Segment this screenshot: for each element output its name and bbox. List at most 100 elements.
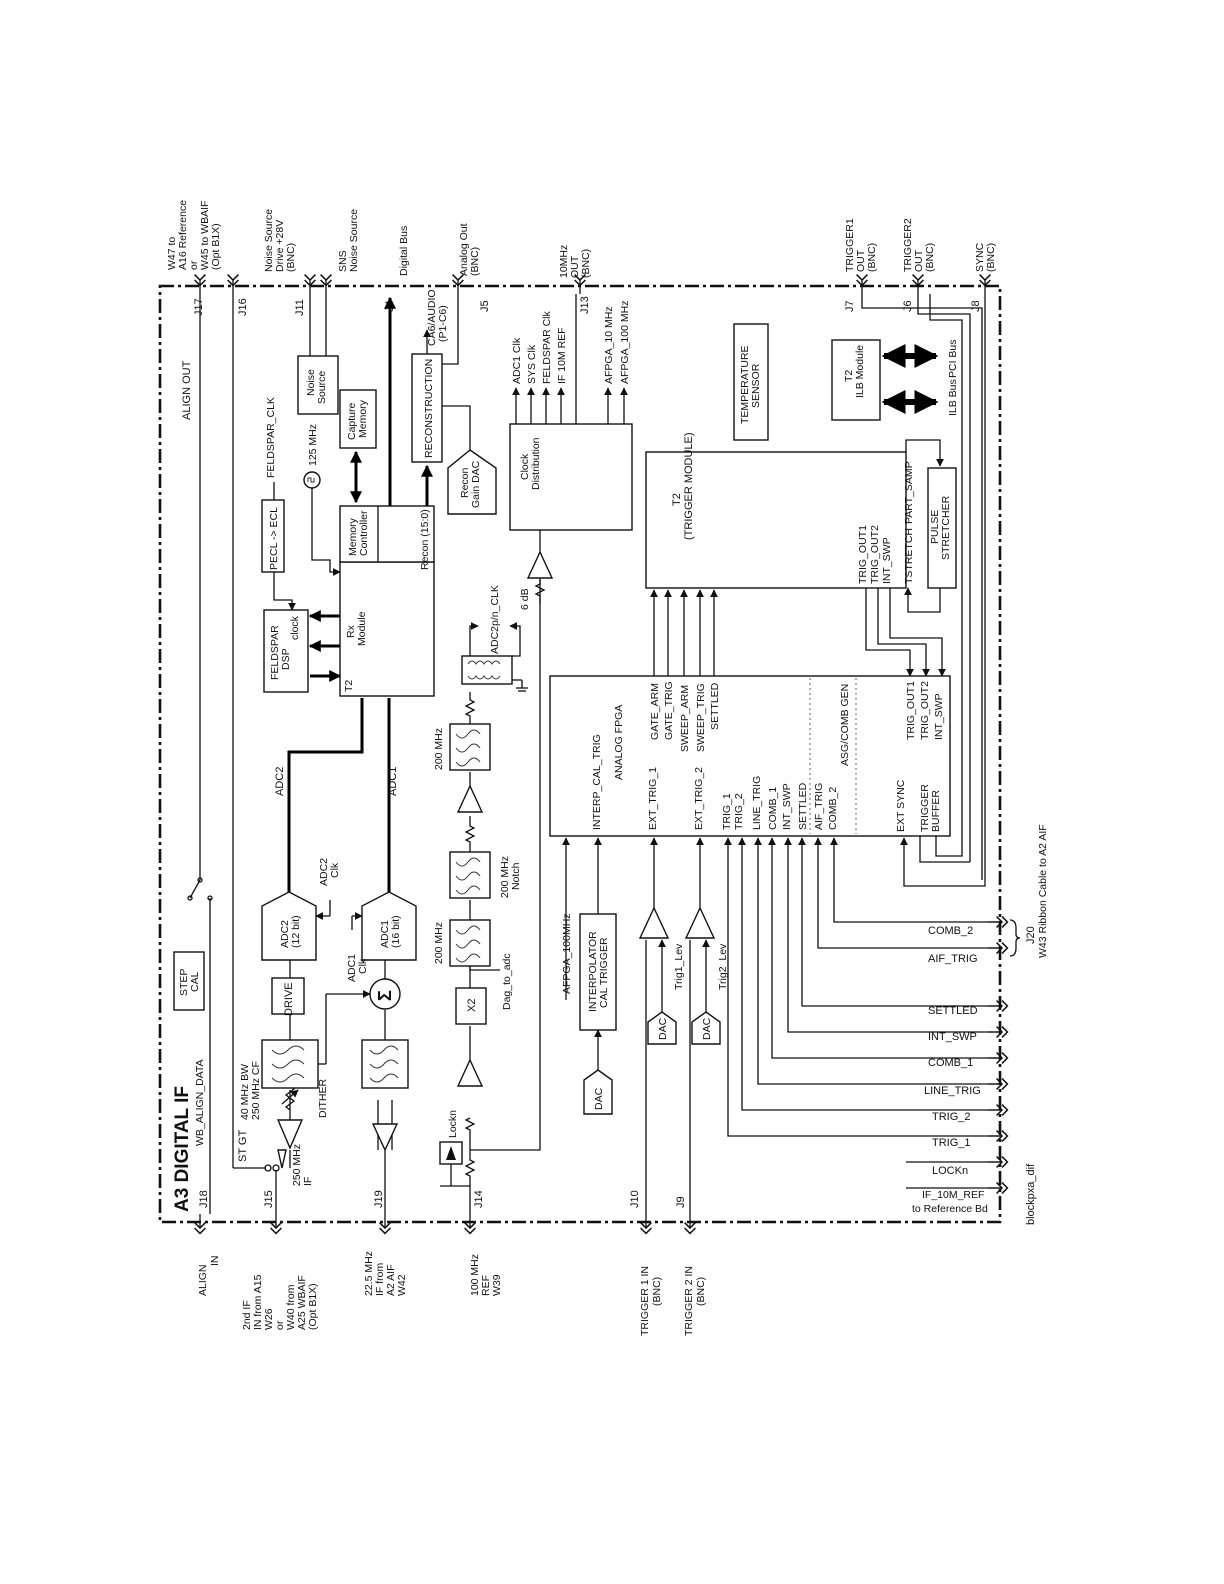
svg-text:Gain DAC: Gain DAC (470, 460, 482, 508)
svg-text:SYS Clk: SYS Clk (526, 344, 538, 384)
capture-memory-block (339, 389, 377, 449)
svg-text:COMB_1: COMB_1 (928, 1057, 973, 1069)
svg-text:INT_SWP: INT_SWP (781, 783, 793, 830)
svg-text:or: or (274, 1320, 286, 1330)
svg-text:SWEEP_TRIG: SWEEP_TRIG (695, 683, 707, 752)
svg-text:Σ: Σ (375, 990, 395, 1001)
svg-text:FELDSPAR: FELDSPAR (269, 625, 281, 680)
svg-text:(BNC): (BNC) (695, 1277, 707, 1306)
svg-text:Source: Source (316, 371, 328, 404)
mhz200-b-label: 200 MHz (433, 922, 445, 964)
top-label-j16: Noise Source Drive +28V (BNC) (263, 209, 297, 272)
conn-j16: J16 (237, 298, 249, 316)
svg-text:PART_SAMP: PART_SAMP (903, 461, 915, 524)
svg-text:OUT: OUT (855, 249, 867, 272)
bp-filter-200-b (449, 919, 491, 967)
svg-text:CAL: CAL (189, 971, 201, 992)
conn-j13: J13 (579, 296, 591, 314)
svg-text:CAL TRIGGER: CAL TRIGGER (598, 937, 610, 1008)
svg-text:Capture: Capture (346, 402, 358, 440)
svg-text:SWEEP_ARM: SWEEP_ARM (679, 685, 691, 752)
bottom-label-j9: TRIGGER 2 IN (BNC) (683, 1266, 707, 1336)
ca6-audio-label: CA6/AUDIO (P1-C6) (426, 289, 449, 346)
recon-gain-dac-block (447, 449, 497, 515)
svg-text:A16 Reference: A16 Reference (177, 200, 189, 270)
svg-text:W26: W26 (263, 1308, 275, 1330)
conn-j18: J18 (198, 1190, 210, 1208)
svg-text:IF 10M REF: IF 10M REF (556, 327, 568, 384)
transformer-icon (461, 655, 513, 685)
conn-j17: J17 (193, 298, 205, 316)
adc1-clk-label: ADC1 Clk (346, 951, 369, 982)
svg-text:STEP: STEP (178, 969, 190, 996)
step-cal-block (173, 951, 205, 1011)
conn-j10: J10 (629, 1190, 641, 1208)
svg-text:(BNC): (BNC) (469, 247, 481, 276)
svg-text:DAC: DAC (593, 1087, 605, 1110)
svg-text:ADC2 (12 bit): ADC2 (12 bit) (279, 915, 302, 948)
asg-comb-gen-label: ASG/COMB GEN (839, 684, 851, 766)
mhz200-a-label: 200 MHz (433, 728, 445, 770)
conn-j11: J11 (294, 299, 306, 316)
svg-text:LOCKn: LOCKn (932, 1165, 968, 1177)
svg-text:Analog Out: Analog Out (458, 223, 470, 276)
dac-trig1-block (647, 1011, 677, 1045)
svg-text:SNS: SNS (337, 250, 349, 272)
svg-text:IF from: IF from (374, 1262, 386, 1296)
footer-id: blockpxa_dif (1025, 1163, 1037, 1225)
bottom-label-j10: TRIGGER 1 IN (BNC) (639, 1266, 663, 1336)
svg-text:INT_SWP: INT_SWP (881, 537, 893, 584)
noise-source-block (297, 355, 339, 415)
svg-text:W40 from: W40 from (285, 1284, 297, 1330)
align-out-label: ALIGN OUT (181, 360, 193, 420)
bottom-label-j14: 100 MHz REF W39 (469, 1254, 503, 1296)
svg-text:Distribution: Distribution (530, 437, 542, 490)
conn-j9: J9 (675, 1196, 687, 1208)
afpga-100mhz-label: AFPGA_100MHz (561, 913, 573, 994)
bottom-label-j19: 22.5 MHz IF from A2 AIF W42 (363, 1251, 408, 1296)
interpolator-block (579, 913, 617, 1031)
svg-text:T2: T2 (671, 493, 683, 506)
svg-text:GATE_ARM: GATE_ARM (649, 683, 661, 740)
bp-filter-200-a (449, 723, 491, 771)
svg-text:RECONSTRUCTION: RECONSTRUCTION (423, 359, 435, 458)
svg-text:PECL -> ECL: PECL -> ECL (268, 507, 280, 570)
svg-text:Rx: Rx (345, 624, 357, 638)
svg-text:W45 to WBAIF: W45 to WBAIF (199, 201, 211, 270)
recon-15-label: Recon (15:0) (419, 509, 431, 570)
svg-text:Module: Module (356, 611, 368, 646)
trigger-buffer-label: TRIGGER BUFFER (919, 784, 942, 832)
amp-200 (456, 784, 484, 813)
svg-text:DSP: DSP (280, 648, 292, 670)
svg-text:REF: REF (480, 1275, 492, 1296)
svg-text:X2: X2 (466, 999, 478, 1012)
w43-label: W43 Ribbon Cable to A2 AIF (1037, 824, 1049, 958)
dither-label: DITHER (317, 1079, 329, 1119)
svg-text:OUT: OUT (913, 249, 925, 272)
svg-text:Memory: Memory (347, 517, 359, 556)
svg-text:INTERP_CAL_TRIG: INTERP_CAL_TRIG (591, 734, 603, 830)
feldspar-dsp-block (263, 609, 309, 693)
bp-filter-250 (261, 1039, 319, 1089)
ribbon-signal-labels: COMB_2 AIF_TRIG (928, 925, 978, 965)
svg-text:Clock: Clock (519, 453, 531, 480)
ilb-module-block (831, 339, 881, 421)
svg-text:CA6/AUDIO: CA6/AUDIO (426, 289, 438, 346)
top-label-j17: W47 to A16 Reference or W45 to WBAIF (Op… (166, 200, 222, 270)
right-edge-connectors: J20 W43 Ribbon Cable to A2 AIF (988, 824, 1049, 1194)
if-250-label: 250 MHz IF (291, 1141, 314, 1186)
svg-text:COMB_2: COMB_2 (827, 787, 839, 830)
pci-bus-label: PCI Bus (947, 339, 959, 378)
svg-text:(Opt B1X): (Opt B1X) (307, 1283, 319, 1330)
svg-text:STRETCHER: STRETCHER (940, 495, 952, 560)
svg-text:IN: IN (209, 1256, 221, 1267)
svg-text:SETTLED: SETTLED (928, 1005, 978, 1017)
dag-to-adc-label: Dag_to_adc (501, 953, 513, 1010)
top-label-j6: TRIGGER2 OUT (BNC) (902, 218, 936, 272)
svg-text:TRIG_OUT2: TRIG_OUT2 (869, 525, 881, 584)
svg-text:INT_SWP: INT_SWP (933, 693, 945, 740)
oscillator-icon (303, 471, 321, 489)
svg-text:EXT_TRIG_2: EXT_TRIG_2 (693, 767, 705, 830)
svg-text:Noise: Noise (305, 369, 317, 396)
